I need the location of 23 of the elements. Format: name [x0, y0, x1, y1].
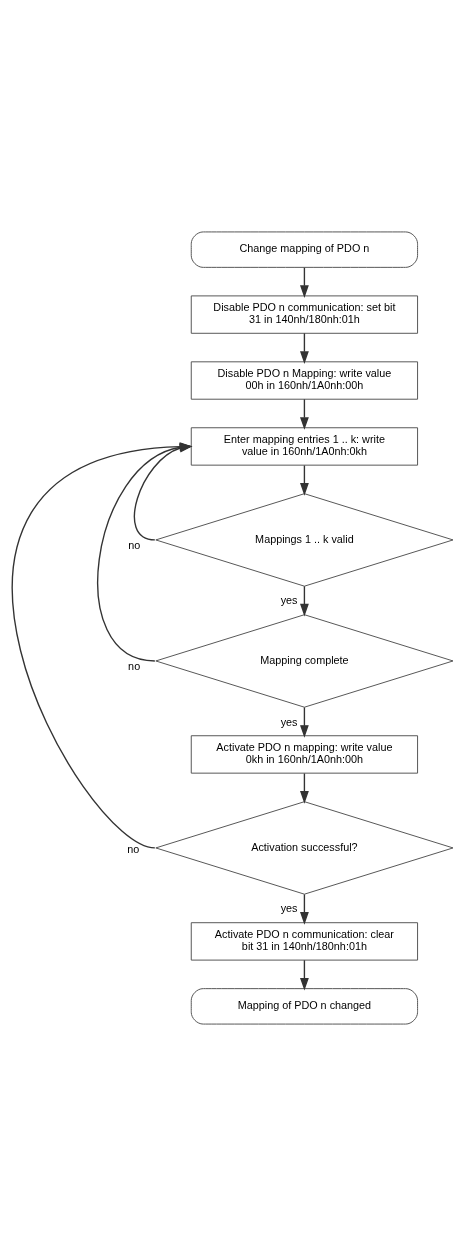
node-box: Mapping of PDO n changed	[190, 988, 419, 1025]
arrow	[300, 266, 309, 298]
node-box: Enter mapping entries 1 .. k: write value in 160nh/1A0nh:0kh	[190, 427, 419, 466]
arrow	[300, 332, 309, 364]
node-box: Activate PDO n mapping: write value 0kh in 160nh/1A0nh:00h	[190, 735, 419, 774]
node-box: Disable PDO n communication: set bit 31 in 140nh/180nh:01h	[190, 295, 419, 334]
node-box: Change mapping of PDO n	[190, 231, 419, 268]
node-diamond: Mappings 1 .. k valid	[155, 493, 454, 587]
node-box: Activate PDO n communication: clear bit 31 in 140nh/180nh:01h	[190, 922, 419, 961]
edge-label: no	[127, 843, 140, 856]
node-diamond: Mapping complete	[155, 614, 454, 708]
arrow	[300, 893, 309, 925]
node-diamond: Activation successful?	[155, 801, 454, 895]
edge-label: no	[128, 660, 141, 673]
arrow	[300, 959, 309, 991]
arrow	[300, 585, 309, 617]
edge-label: yes	[280, 594, 298, 607]
edge-label: yes	[280, 902, 298, 915]
edge-label: no	[128, 539, 141, 552]
edge-label: yes	[280, 715, 298, 728]
arrow	[300, 398, 309, 430]
node-box: Disable PDO n Mapping: write value 00h in 160nh/1A0nh:00h	[190, 361, 419, 400]
arrow	[300, 706, 309, 738]
